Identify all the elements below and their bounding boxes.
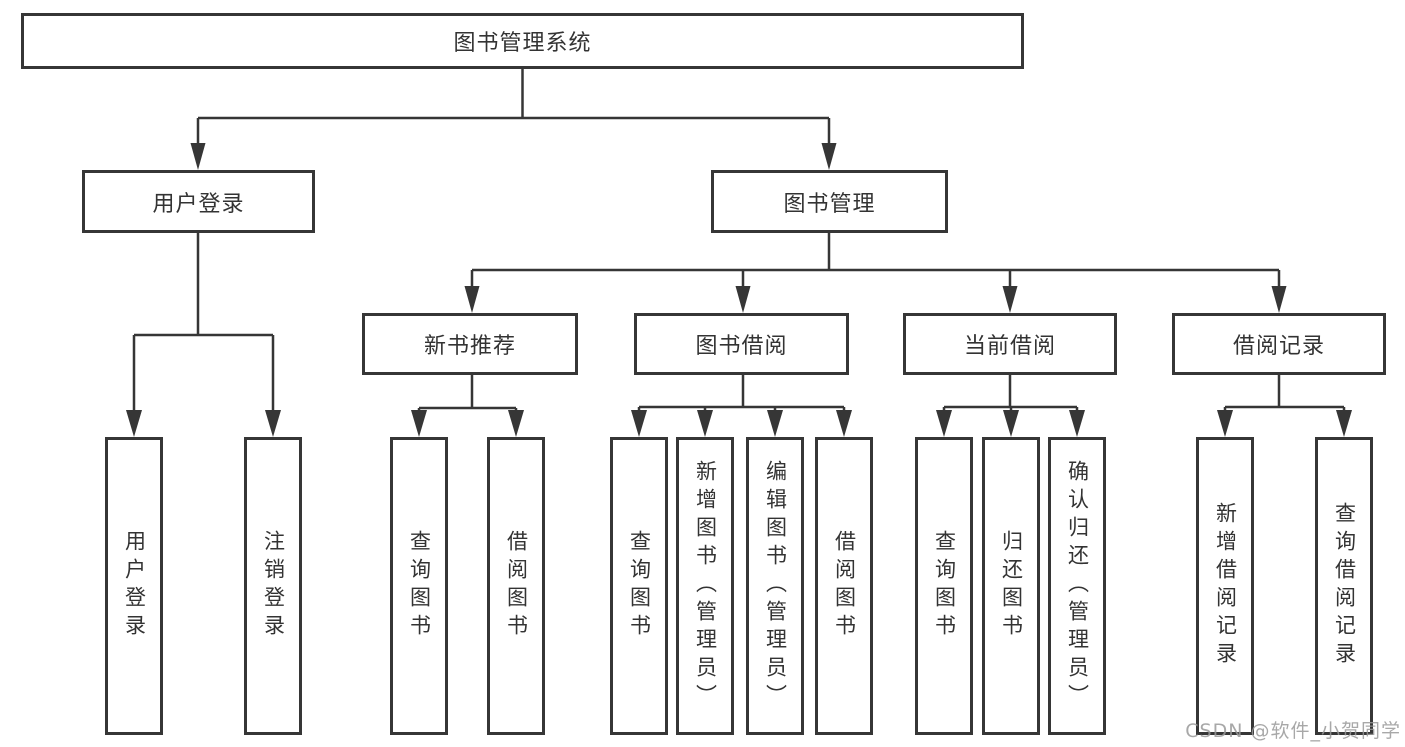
node-leaf-user-login: 用户登录 [105,437,163,735]
leaf-label: 查询借阅记录 [1332,502,1357,670]
node-leaf-borrow-books: 借阅图书 [815,437,873,735]
leaf-label: 查询图书 [932,530,957,642]
leaf-label: 借阅图书 [832,530,857,642]
node-leaf-confirm-return-admin: 确认归还（管理员） [1048,437,1106,735]
node-leaf-query-borrow-record: 查询借阅记录 [1315,437,1373,735]
node-root-system: 图书管理系统 [21,13,1024,69]
leaf-label: 查询图书 [627,530,652,642]
leaf-label: 确认归还（管理员） [1065,460,1090,712]
leaf-label: 用户登录 [122,530,147,642]
leaf-label: 归还图书 [999,530,1024,642]
leaf-label: 新增借阅记录 [1213,502,1238,670]
node-book-borrow: 图书借阅 [634,313,849,375]
leaf-label: 借阅图书 [504,530,529,642]
node-leaf-query-books-current: 查询图书 [915,437,973,735]
arrowheads [126,143,1352,437]
node-leaf-query-books-recommend: 查询图书 [390,437,448,735]
node-leaf-borrow-books-recommend: 借阅图书 [487,437,545,735]
node-leaf-add-book-admin: 新增图书（管理员） [676,437,734,735]
node-leaf-query-books-borrow: 查询图书 [610,437,668,735]
csdn-watermark: CSDN @软件_小贺同学 [1185,720,1401,742]
node-leaf-logout: 注销登录 [244,437,302,735]
node-borrow-records: 借阅记录 [1172,313,1386,375]
node-new-book-recommend: 新书推荐 [362,313,578,375]
node-user-login-branch: 用户登录 [82,170,315,233]
leaf-label: 编辑图书（管理员） [763,460,788,712]
node-current-borrow: 当前借阅 [903,313,1117,375]
leaf-label: 新增图书（管理员） [693,460,718,712]
node-leaf-edit-book-admin: 编辑图书（管理员） [746,437,804,735]
node-book-management-branch: 图书管理 [711,170,948,233]
leaf-label: 注销登录 [261,530,286,642]
node-leaf-add-borrow-record: 新增借阅记录 [1196,437,1254,735]
leaf-label: 查询图书 [407,530,432,642]
node-leaf-return-book: 归还图书 [982,437,1040,735]
